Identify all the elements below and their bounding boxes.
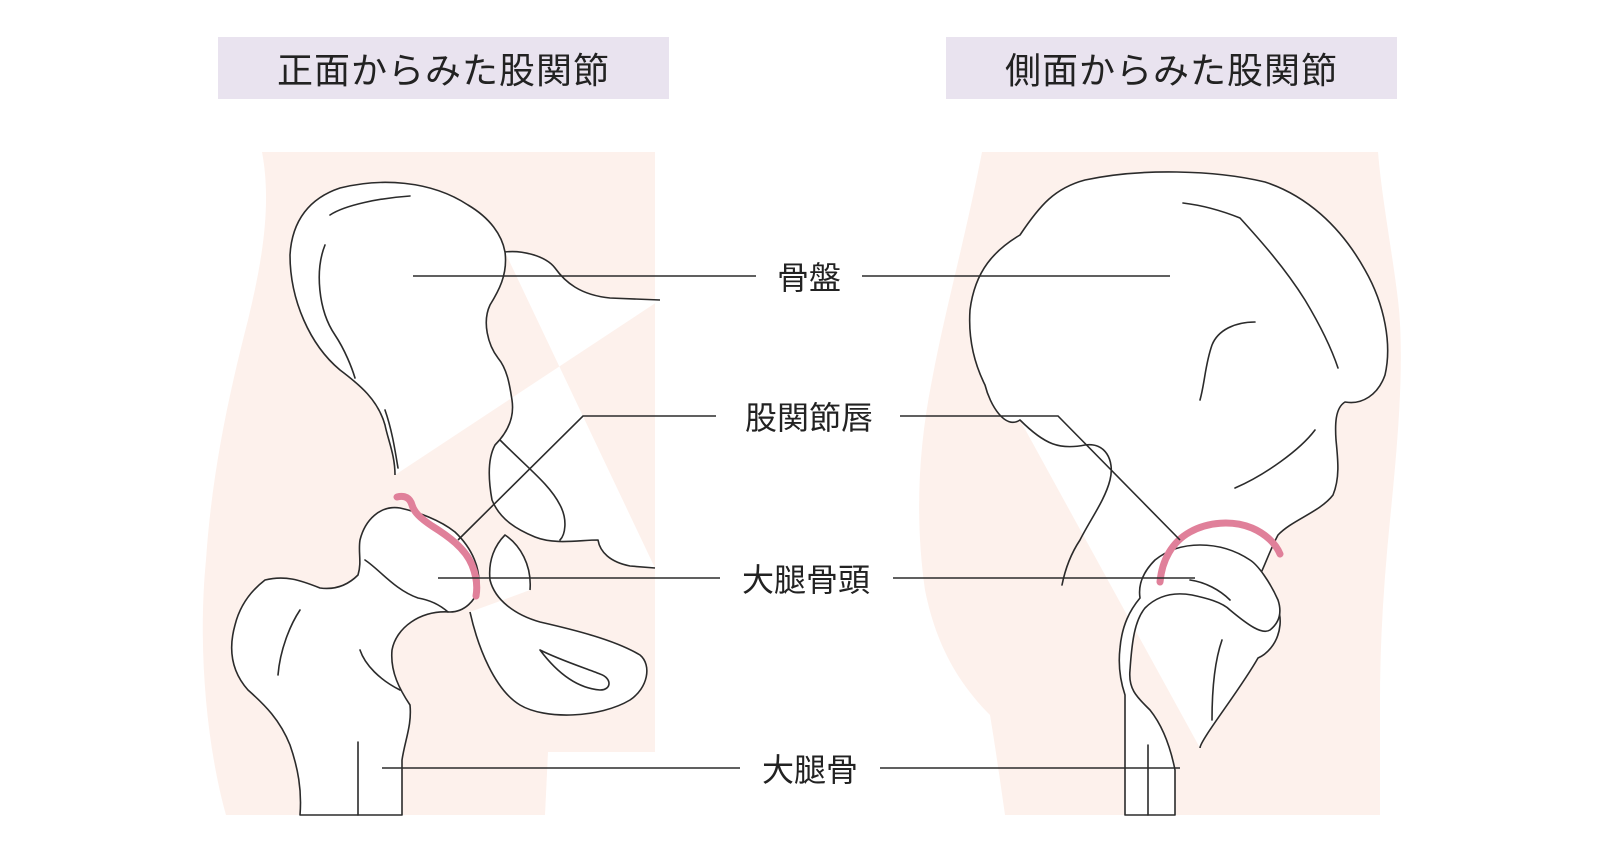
side-view-title-text: 側面からみた股関節 [1004, 51, 1338, 92]
front-view [202, 152, 661, 816]
front-femur-lines [277, 559, 449, 816]
side-femur [1118, 544, 1281, 816]
front-pelvis-inner-line [318, 195, 411, 469]
leader-labrum-left [457, 415, 716, 541]
front-view-title: 正面からみた股関節 [218, 37, 669, 99]
side-view-title: 側面からみた股関節 [946, 37, 1397, 99]
front-view-title-text: 正面からみた股関節 [276, 51, 610, 92]
side-femur-lines [1147, 579, 1231, 816]
front-pelvis [289, 181, 661, 569]
front-labrum [393, 492, 481, 600]
front-femur [230, 506, 480, 816]
front-ischium-inner [499, 439, 566, 541]
side-labrum [1156, 519, 1284, 586]
leader-labrum-right [900, 415, 1181, 541]
label-labrum: 股関節唇 [740, 393, 878, 439]
front-obturator-loop [539, 649, 610, 691]
side-view [919, 152, 1401, 816]
side-pelvis-inner [1019, 202, 1339, 586]
label-femoral-head: 大腿骨頭 [737, 555, 875, 601]
front-ischium [469, 534, 648, 716]
label-pelvis: 骨盤 [772, 253, 846, 299]
label-femur: 大腿骨 [757, 745, 863, 791]
leader-lines [382, 275, 1195, 769]
